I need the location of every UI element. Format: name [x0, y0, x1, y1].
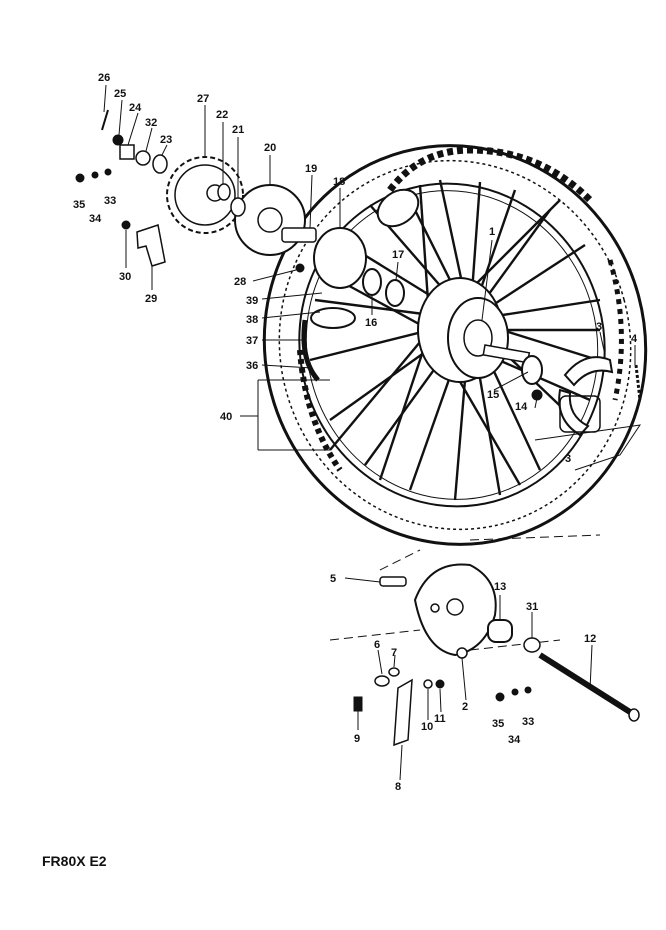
label-34b: 34: [508, 734, 521, 746]
brake-shoes: [534, 356, 642, 471]
bolt-9: [353, 696, 363, 712]
label-17: 17: [392, 249, 404, 261]
tire-cut-end-left: [310, 307, 356, 329]
part-labels: 1 2 3 3 4 5 6 7 8 9 10 11 12 13 14 15 16…: [73, 72, 638, 793]
label-28: 28: [234, 276, 246, 288]
label-31: 31: [526, 601, 538, 613]
leader-lines: [103, 84, 636, 781]
washer-23: [152, 154, 168, 174]
damper-18: [313, 227, 367, 289]
washer-7: [388, 667, 400, 677]
spacer-22: [217, 183, 231, 201]
nut-30: [121, 220, 131, 230]
washer-34a: [91, 171, 99, 179]
label-4: 4: [631, 333, 638, 345]
label-3a: 3: [596, 321, 602, 333]
label-40: 40: [220, 411, 232, 423]
label-30: 30: [119, 271, 131, 283]
bearing-16: [362, 268, 382, 296]
oring-6: [374, 675, 390, 687]
label-7: 7: [391, 647, 397, 659]
washer-33a: [104, 168, 112, 176]
label-24: 24: [129, 102, 142, 114]
label-6: 6: [374, 639, 380, 651]
sprocket-carrier-20: [234, 184, 306, 256]
rim: [298, 182, 606, 508]
brake-spring-4: [634, 364, 642, 401]
nut-11: [435, 679, 445, 689]
tube-37: [301, 319, 320, 382]
label-33a: 33: [104, 195, 116, 207]
label-1: 1: [489, 226, 495, 238]
sprocket-27: [166, 156, 244, 234]
nut-35b: [495, 692, 505, 702]
axle-nut-25: [112, 134, 124, 146]
label-5: 5: [330, 573, 336, 585]
wheel-assembly: [262, 144, 648, 546]
label-35b: 35: [492, 718, 504, 730]
tire-cut-end-top: [376, 188, 420, 228]
cam-5: [379, 576, 407, 587]
bearing-21: [230, 197, 246, 217]
nut-24: [119, 144, 135, 160]
label-39: 39: [246, 295, 258, 307]
label-33b: 33: [522, 716, 534, 728]
label-19: 19: [305, 163, 317, 175]
label-9: 9: [354, 733, 360, 745]
washer-34b: [511, 688, 519, 696]
brake-panel-assembly: [329, 534, 640, 747]
label-20: 20: [264, 142, 276, 154]
bearing-15: [521, 355, 543, 385]
cotter-pin-26: [101, 109, 109, 131]
label-18: 18: [333, 176, 345, 188]
washer-33b: [524, 686, 532, 694]
chain-adjuster-29: [136, 224, 166, 267]
label-34a: 34: [89, 213, 102, 225]
label-23: 23: [160, 134, 172, 146]
spacer-13: [487, 619, 513, 643]
model-caption: FR80X E2: [42, 853, 107, 869]
spacer-19: [281, 227, 317, 243]
axle-12: [538, 652, 632, 715]
sprocket-assembly: [75, 109, 405, 382]
label-10: 10: [421, 721, 433, 733]
label-14: 14: [515, 401, 528, 413]
label-3b: 3: [565, 453, 571, 465]
label-32: 32: [145, 117, 157, 129]
label-36: 36: [246, 360, 258, 372]
label-15: 15: [487, 389, 499, 401]
label-2: 2: [462, 701, 468, 713]
label-12: 12: [584, 633, 596, 645]
nut-35a: [75, 173, 85, 183]
label-21: 21: [232, 124, 244, 136]
hub-body: [447, 297, 509, 379]
label-26: 26: [98, 72, 110, 84]
label-37: 37: [246, 335, 258, 347]
bearing-17: [385, 279, 405, 307]
label-27: 27: [197, 93, 209, 105]
label-29: 29: [145, 293, 157, 305]
label-38: 38: [246, 314, 258, 326]
label-35a: 35: [73, 199, 85, 211]
label-13: 13: [494, 581, 506, 593]
washer-32: [135, 150, 151, 166]
chain-adjuster-31: [523, 637, 541, 653]
label-25: 25: [114, 88, 126, 100]
label-8: 8: [395, 781, 401, 793]
bolt-28: [295, 263, 305, 273]
label-11: 11: [434, 713, 446, 725]
nut-10: [423, 679, 433, 689]
brake-panel-2: [413, 563, 497, 657]
brake-arm-8: [393, 678, 413, 747]
label-16: 16: [365, 317, 377, 329]
label-22: 22: [216, 109, 228, 121]
